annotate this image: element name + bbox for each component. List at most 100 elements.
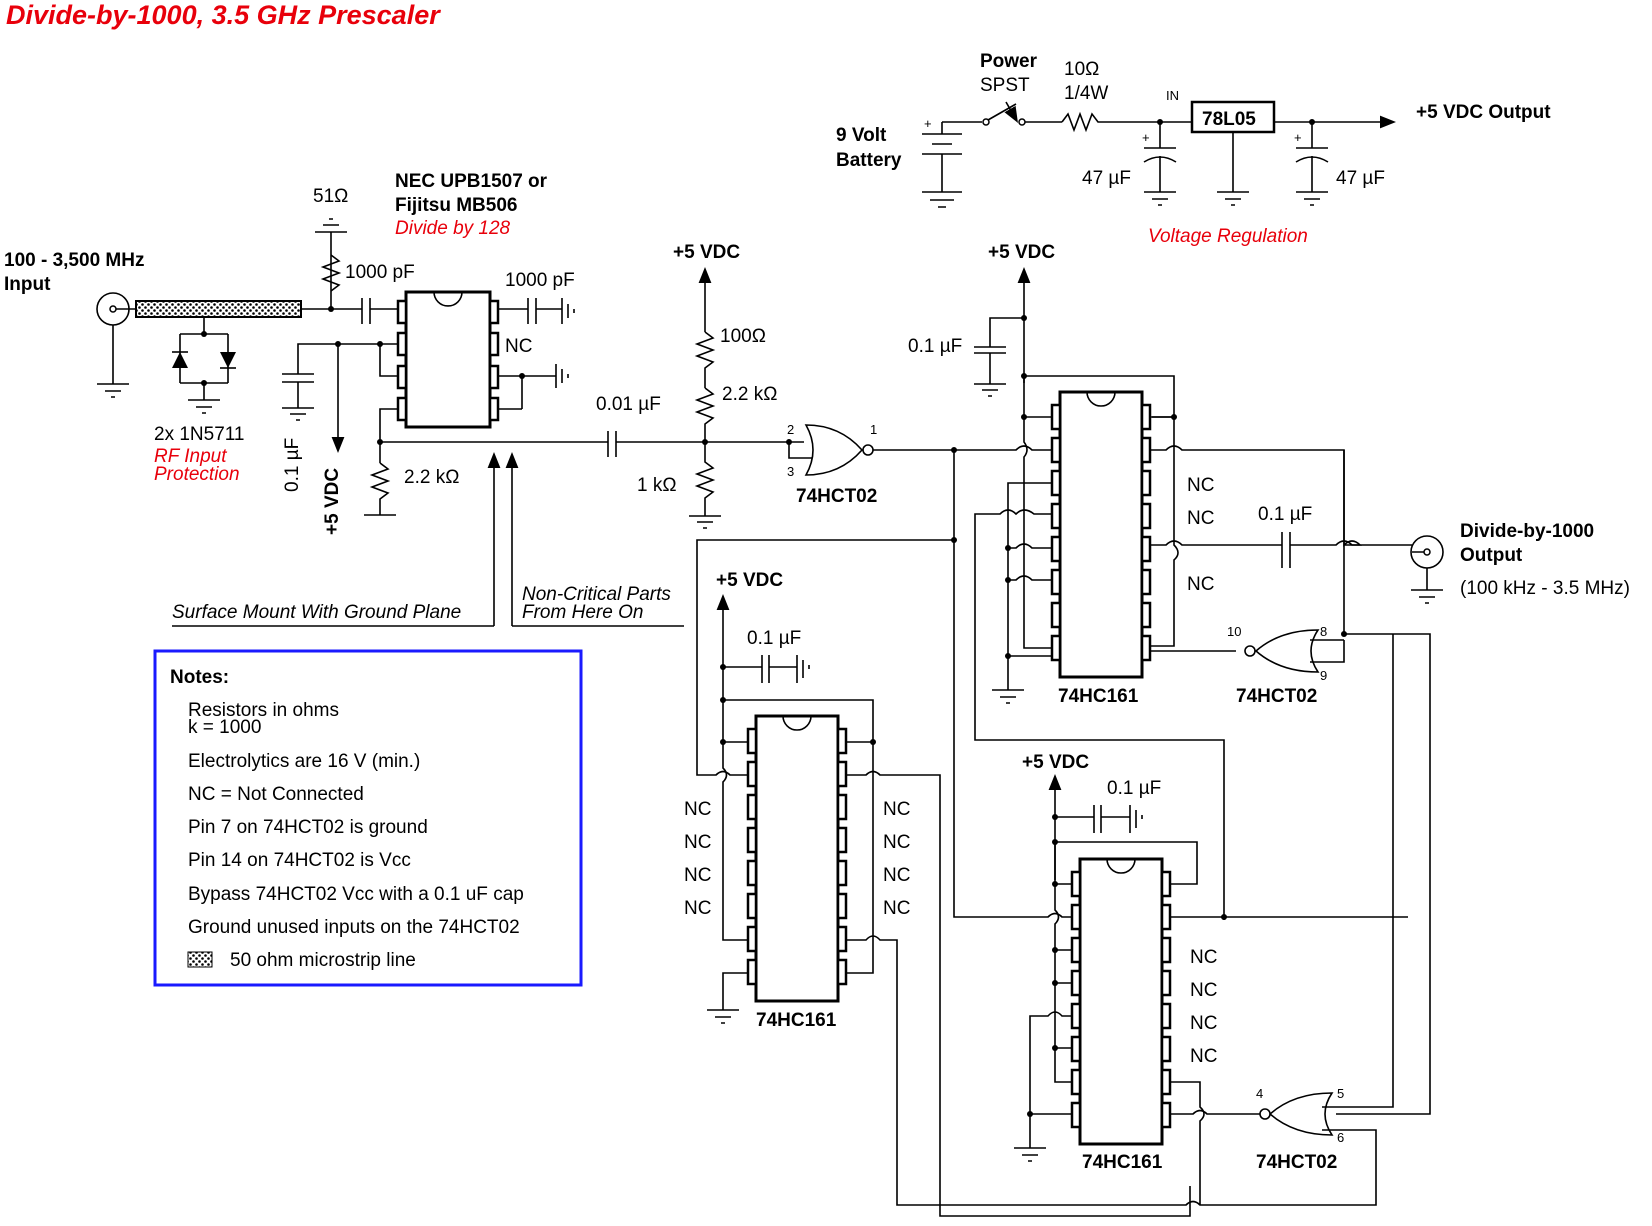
nc-label: NC xyxy=(883,865,910,886)
ic-pin xyxy=(1050,568,1062,596)
cap-out-label: 47 µF xyxy=(1336,168,1385,189)
output-label: Divide-by-1000 xyxy=(1460,521,1594,542)
rf-protection-caption: RF Input xyxy=(154,446,227,467)
counter-part-label: 74HC161 xyxy=(756,1010,837,1031)
gate-part-label: 74HCT02 xyxy=(1256,1152,1337,1173)
input-stage: 100 - 3,500 MHz Input 2x 1N5711 RF Input… xyxy=(4,171,704,627)
electrolytic-cap-icon: + xyxy=(1142,122,1177,206)
ic-pin xyxy=(1070,1068,1082,1096)
prescaler-part-label-2: Fijitsu MB506 xyxy=(395,195,517,216)
nc-label: NC xyxy=(1190,1046,1217,1067)
nc-label: NC xyxy=(1190,1013,1217,1034)
resistor-10-rating: 1/4W xyxy=(1064,83,1108,104)
notes-heading: Notes: xyxy=(170,667,229,688)
ic-pin xyxy=(1050,502,1062,530)
vdc-label: +5 VDC xyxy=(1022,752,1089,773)
svg-text:1: 1 xyxy=(870,422,877,437)
note-item: Electrolytics are 16 V (min.) xyxy=(188,751,420,772)
cap-in-label: 47 µF xyxy=(1082,168,1131,189)
input-label: Input xyxy=(4,274,51,295)
power-supply: 9 Volt Battery + Power SPST 10Ω 1/4W IN … xyxy=(836,51,1551,247)
gate-part-label: 74HCT02 xyxy=(1236,686,1317,707)
boundary-right-label: Non-Critical Parts xyxy=(522,584,671,605)
bias-resistor-label: 2.2 kΩ xyxy=(404,467,459,488)
ic-pin xyxy=(1050,634,1062,662)
nor-gate-1: 2 3 1 74HCT02 xyxy=(787,422,957,507)
counter-1: +5 VDC 0.1 µF 74HC161 NC NC NC 0.1 µF xyxy=(908,242,1431,1115)
resistor-icon xyxy=(320,254,342,292)
nc-label: NC xyxy=(505,336,532,357)
diode-pair-icon xyxy=(172,317,236,414)
ic-pin xyxy=(1050,601,1062,629)
ic-pin xyxy=(1160,1035,1172,1063)
ic-pin xyxy=(1050,436,1062,464)
rf-protection-caption-2: Protection xyxy=(154,464,240,485)
note-item: NC = Not Connected xyxy=(188,784,364,805)
capacitor-icon xyxy=(282,373,314,421)
ic-pin xyxy=(746,826,758,854)
counter-part-label: 74HC161 xyxy=(1058,686,1139,707)
ic-pin xyxy=(836,727,848,755)
electrolytic-cap-icon: + xyxy=(1294,122,1329,206)
bnc-connector-icon xyxy=(96,292,136,398)
ic-pin xyxy=(746,727,758,755)
resistor-icon xyxy=(1061,111,1192,133)
output-range-label: (100 kHz - 3.5 MHz) xyxy=(1460,578,1630,599)
resistor-icon xyxy=(364,462,396,516)
termination-resistor-label: 51Ω xyxy=(313,186,348,207)
bypass-cap-label: 0.1 µF xyxy=(747,628,801,649)
vdc-label: +5 VDC xyxy=(716,570,783,591)
output-label-2: Output xyxy=(1460,545,1523,566)
counter-3: +5 VDC 0.1 µF 74HC161 NC NC NC NC xyxy=(953,450,1408,1205)
ic-pin xyxy=(836,826,848,854)
ic-pin xyxy=(1140,436,1152,464)
boundary-left-label: Surface Mount With Ground Plane xyxy=(172,602,461,623)
nc-label: NC xyxy=(883,898,910,919)
battery-icon: + xyxy=(922,116,982,208)
ic-pin xyxy=(746,760,758,788)
ic-pin xyxy=(1070,1101,1082,1129)
ic-pin xyxy=(1160,870,1172,898)
ic-pin xyxy=(836,892,848,920)
nc-label: NC xyxy=(684,865,711,886)
svg-text:4: 4 xyxy=(1256,1086,1263,1101)
ic-pin xyxy=(1140,568,1152,596)
ic-pin xyxy=(1070,1035,1082,1063)
ic-pin xyxy=(1140,502,1152,530)
output-cap-label: 0.1 µF xyxy=(1258,504,1312,525)
resistor-icon xyxy=(694,331,716,388)
ic-pin xyxy=(836,925,848,953)
note-item: Ground unused inputs on the 74HCT02 xyxy=(188,917,520,938)
regulator-in-label: IN xyxy=(1166,88,1179,103)
ic-pin xyxy=(836,760,848,788)
vdc-label: +5 VDC xyxy=(673,242,740,263)
svg-text:2: 2 xyxy=(787,422,794,437)
regulator-label: 78L05 xyxy=(1202,109,1256,130)
microstrip-line xyxy=(135,300,302,318)
voltage-regulation-caption: Voltage Regulation xyxy=(1148,226,1308,247)
ic-pin xyxy=(746,958,758,986)
output-cap-label: 1000 pF xyxy=(505,270,575,291)
svg-text:5: 5 xyxy=(1337,1086,1344,1101)
ic-pin xyxy=(836,859,848,887)
diode-part-label: 2x 1N5711 xyxy=(154,424,245,445)
regulated-output-label: +5 VDC Output xyxy=(1416,102,1551,123)
nor-gate-3: 4 5 6 74HCT02 xyxy=(1256,634,1394,1173)
gate-part-label: 74HCT02 xyxy=(796,486,877,507)
ic-pin xyxy=(746,859,758,887)
input-cap-label: 1000 pF xyxy=(345,262,415,283)
svg-text:+: + xyxy=(1142,130,1150,145)
capacitor-icon xyxy=(498,298,575,324)
svg-text:+: + xyxy=(924,116,932,131)
svg-text:10: 10 xyxy=(1227,624,1241,639)
note-item: Pin 7 on 74HCT02 is ground xyxy=(188,817,428,838)
nc-label: NC xyxy=(1190,947,1217,968)
bypass-cap-label: 0.1 µF xyxy=(908,336,962,357)
counter-2: +5 VDC 0.1 µF 74HC161 NC NC NC NC NC NC … xyxy=(684,537,1377,1217)
resistor-10-label: 10Ω xyxy=(1064,59,1099,80)
resistor-100-label: 100Ω xyxy=(720,326,766,347)
resistor-2k2-label: 2.2 kΩ xyxy=(722,384,777,405)
ic-pin xyxy=(746,925,758,953)
resistor-icon xyxy=(689,442,721,529)
note-item: k = 1000 xyxy=(188,717,261,738)
